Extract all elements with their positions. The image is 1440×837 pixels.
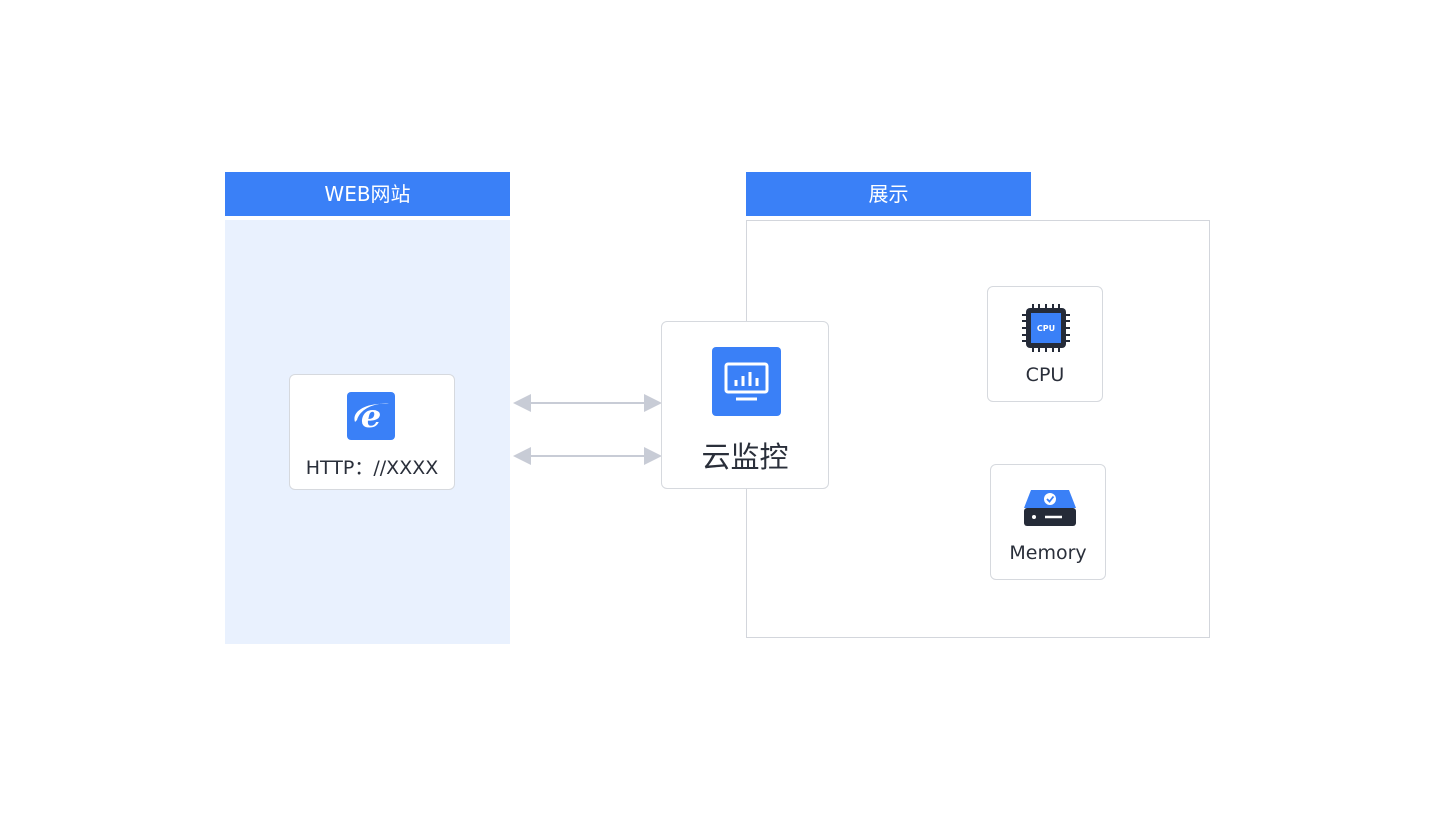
memory-card: Memory — [990, 464, 1106, 580]
bidirectional-arrows — [513, 394, 662, 465]
cpu-card: CPU CPU — [987, 286, 1103, 402]
cpu-chip-text: CPU — [1037, 324, 1055, 333]
http-url-label: HTTP：//XXXX — [305, 457, 439, 479]
display-header: 展示 — [746, 172, 1031, 216]
cloud-monitor-label: 云监控 — [701, 440, 789, 474]
http-card: e HTTP：//XXXX — [289, 374, 455, 490]
cloud-monitor-card: 云监控 — [661, 321, 829, 489]
web-site-header: WEB网站 — [225, 172, 510, 216]
memory-label: Memory — [1009, 542, 1087, 564]
cpu-chip-icon: CPU — [1021, 303, 1071, 353]
monitor-chart-icon — [712, 347, 781, 416]
svg-text:e: e — [361, 397, 381, 435]
hard-disk-icon — [1022, 488, 1078, 530]
ie-browser-icon: e — [347, 392, 395, 440]
cpu-label: CPU — [1025, 364, 1065, 386]
